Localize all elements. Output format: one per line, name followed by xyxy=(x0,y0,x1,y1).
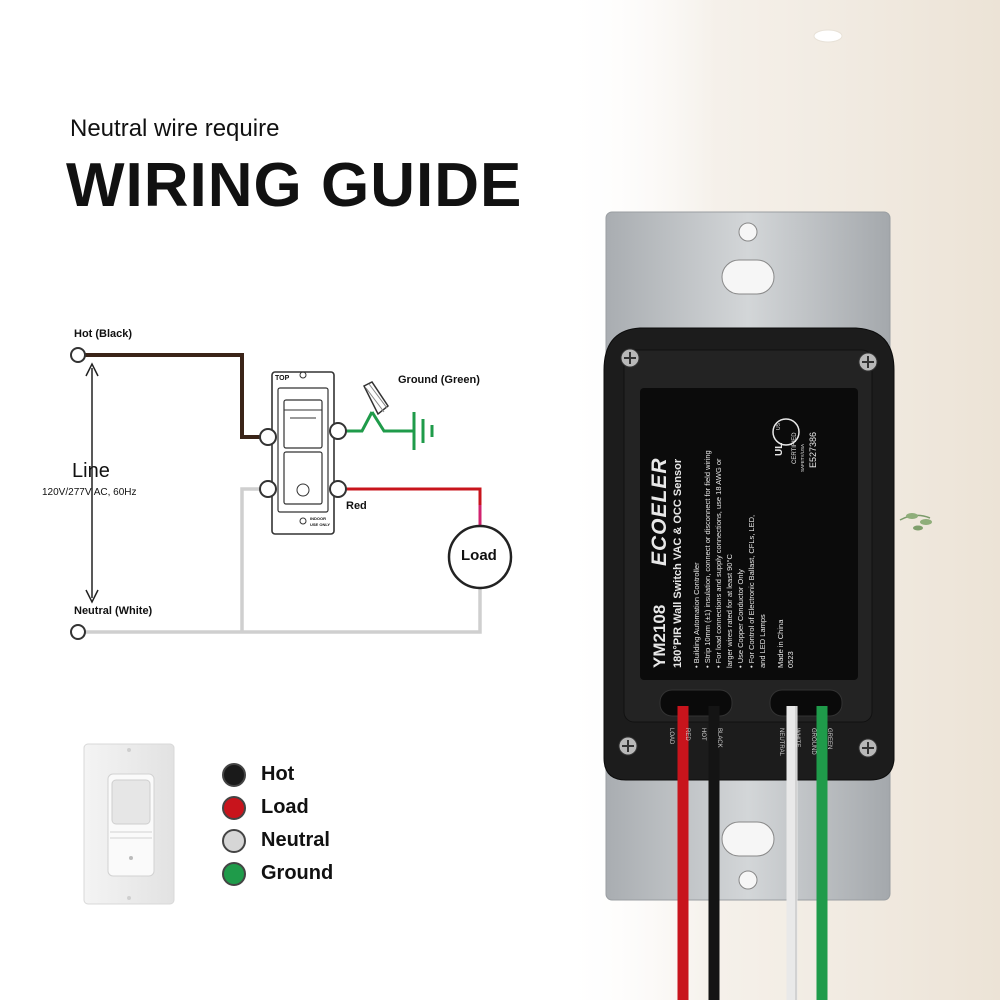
switch-drawing-icon xyxy=(259,371,347,535)
made-in-label: Made in China xyxy=(776,619,785,668)
device-bullet: • For Control of Electronic Ballast, CFL… xyxy=(747,514,756,668)
wire-label-black: BLACK xyxy=(716,728,722,748)
device-model: YM2108 xyxy=(650,604,669,668)
ul-number-label: E527386 xyxy=(808,431,818,468)
switch-use-only-label: USE ONLY xyxy=(310,522,331,527)
page-title: WIRING GUIDE xyxy=(66,151,523,220)
red-label: Red xyxy=(346,500,367,512)
ul-certified-label: CERTIFIED xyxy=(792,432,798,464)
plant-decoration xyxy=(899,513,932,531)
device-label: YM2108 ECOELER 180°PIR Wall Switch VAC &… xyxy=(648,400,846,668)
device-bullet: • Building Automation Controller xyxy=(692,562,701,668)
device-bullet: • Strip 10mm (±1) insulation, connect or… xyxy=(703,450,712,668)
legend-dot xyxy=(222,763,246,787)
wire-label-green: GREEN xyxy=(826,728,832,750)
wire-label-ground: GROUND xyxy=(810,728,816,755)
legend-label: Load xyxy=(261,796,309,818)
legend-item-ground: Ground xyxy=(222,859,362,887)
device-bullet: larger wires rated for at least 90°C xyxy=(725,554,734,668)
legend-dot xyxy=(222,829,246,853)
wire-label-white: WHITE xyxy=(794,728,800,748)
neutral-wire xyxy=(80,588,482,634)
device-bullet: and LED Lamps xyxy=(758,614,767,668)
ul-small-label: SAFETY/USA xyxy=(800,443,805,472)
load-label: Load xyxy=(461,547,497,564)
neutral-switch-wire xyxy=(240,487,268,632)
ul-icon xyxy=(772,418,800,446)
subtitle: Neutral wire require xyxy=(70,115,280,142)
wire-nut-icon xyxy=(362,381,390,416)
ground-green-label: Ground (Green) xyxy=(398,374,480,386)
sensor-switch-photo xyxy=(83,743,175,905)
hot-black-label: Hot (Black) xyxy=(74,328,133,340)
legend-dot xyxy=(222,862,246,886)
hot-wire xyxy=(80,353,268,439)
wire-label-hot: HOT xyxy=(700,728,706,741)
ul-us-label: US xyxy=(776,423,782,430)
legend-item-load: Load xyxy=(222,793,362,821)
device-brand: ECOELER xyxy=(648,457,671,566)
legend-label: Ground xyxy=(261,862,334,884)
switch-top-label: TOP xyxy=(275,375,290,382)
switch-indoor-label: INDOOR xyxy=(310,516,326,521)
line-label: Line xyxy=(72,460,110,482)
legend-item-neutral: Neutral xyxy=(222,826,362,854)
device-bullet: • Use Copper Conductor Only xyxy=(736,569,745,668)
ul-mark: UL xyxy=(774,442,785,456)
voltage-label: 120V/277V AC, 60Hz xyxy=(42,487,137,498)
device-description: 180°PIR Wall Switch VAC & OCC Sensor xyxy=(672,458,684,668)
wire-label-neutral: NEUTRAL xyxy=(778,728,784,757)
date-code-label: 0523 xyxy=(786,651,795,668)
neutral-white-label: Neutral (White) xyxy=(74,605,153,617)
legend-item-hot: Hot xyxy=(222,760,362,788)
neutral-terminal xyxy=(70,624,86,640)
hot-terminal xyxy=(70,347,86,363)
legend-label: Neutral xyxy=(261,829,330,851)
legend-dot xyxy=(222,796,246,820)
screw-icon xyxy=(618,348,878,758)
legend-label: Hot xyxy=(261,763,295,785)
wire-label-red: RED xyxy=(684,728,690,741)
load-circle xyxy=(447,524,513,590)
wire-label-load: LOAD xyxy=(668,728,674,745)
ceiling-light xyxy=(813,29,843,43)
device-bullet: • For load connections and supply connec… xyxy=(714,458,723,668)
